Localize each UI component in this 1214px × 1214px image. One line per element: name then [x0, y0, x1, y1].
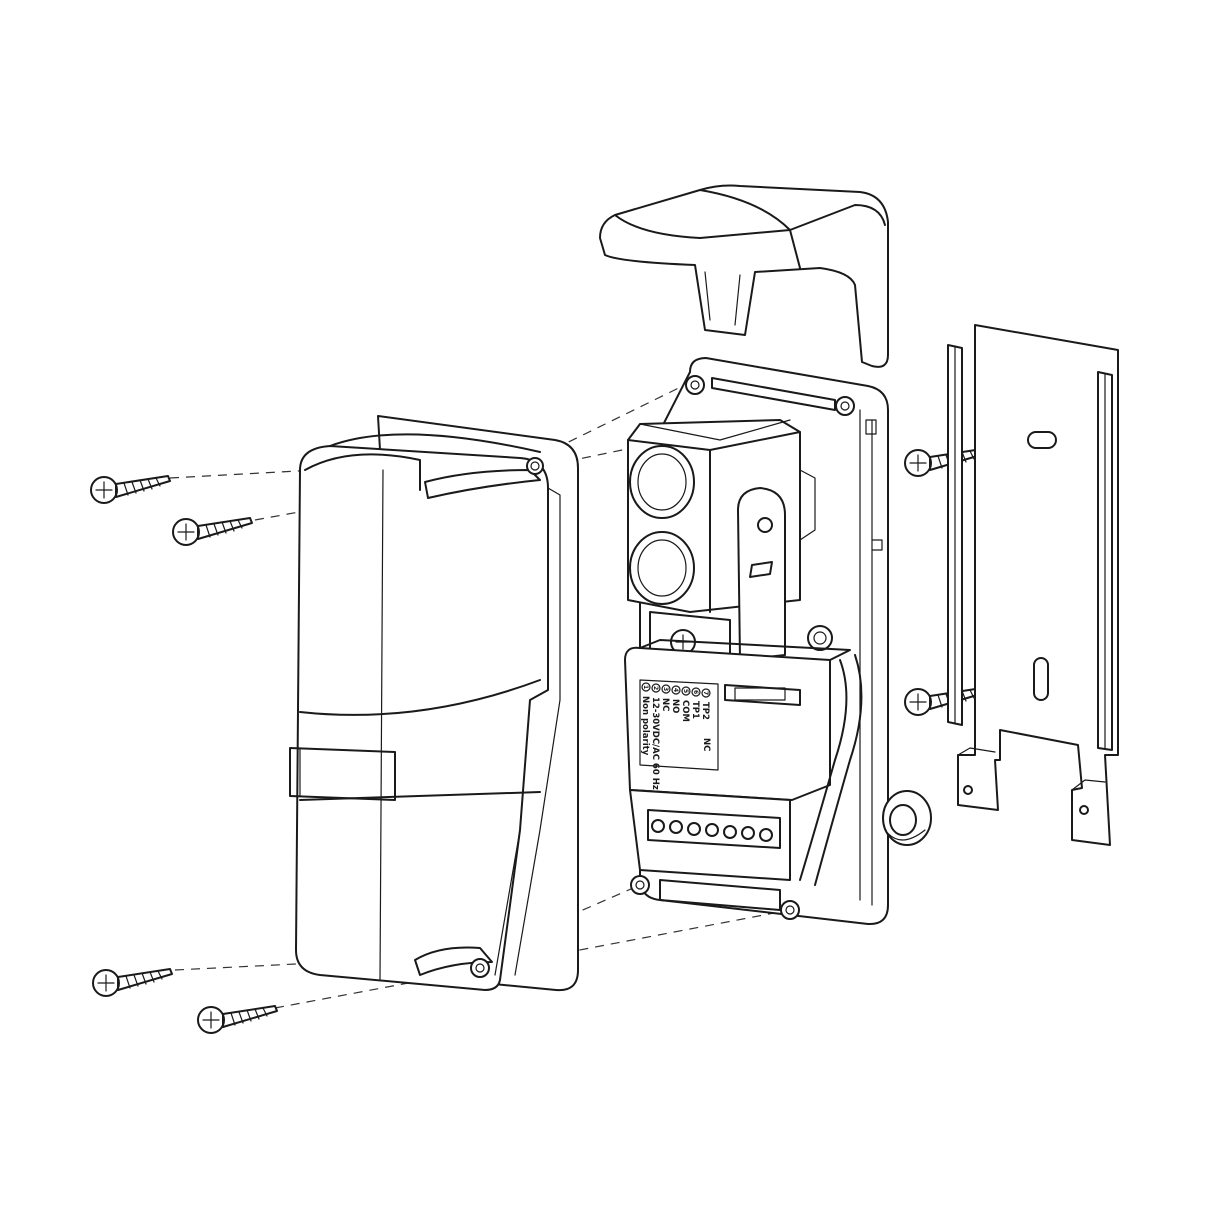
- side-nc-label: NC: [701, 738, 711, 751]
- terminal-label: NO: [670, 699, 680, 713]
- rain-hood: [599, 184, 889, 368]
- screw-top-left-1: [90, 475, 171, 504]
- screw-top-left-2: [172, 517, 253, 546]
- terminal-number-circle: [671, 685, 681, 695]
- terminal-number-circle: [661, 684, 671, 694]
- rubber-grommet: [882, 790, 932, 846]
- screw-bracket-top: [904, 448, 985, 477]
- terminal-label: NC: [660, 698, 670, 711]
- main-unit: [624, 357, 889, 926]
- terminal-label: TP2: [700, 702, 710, 720]
- terminal-label: Non polarity: [640, 696, 650, 756]
- terminal-label: 12-30VDC/AC 60 Hz: [650, 697, 660, 790]
- terminal-number: 5: [682, 689, 689, 693]
- terminal-label: TP1: [690, 701, 700, 719]
- mounting-bracket: [947, 324, 1119, 846]
- terminal-label: COM: [680, 700, 690, 722]
- screw-bottom-left-2: [197, 1005, 278, 1034]
- terminal-number-circle: [701, 688, 711, 698]
- terminal-number-circle: [641, 682, 651, 692]
- terminal-number-circle: [651, 683, 661, 693]
- front-cover: [289, 415, 579, 992]
- terminal-number: 4: [672, 688, 679, 692]
- terminal-number: 2: [652, 686, 659, 690]
- screw-bottom-left-1: [92, 968, 173, 997]
- terminal-number: 3: [662, 687, 669, 691]
- screw-bracket-bottom: [904, 687, 985, 716]
- terminal-number-circle: [691, 687, 701, 697]
- terminal-number: 1: [642, 685, 649, 689]
- terminal-number: 6: [692, 690, 699, 694]
- terminal-number: 7: [702, 691, 709, 695]
- terminal-number-circle: [681, 686, 691, 696]
